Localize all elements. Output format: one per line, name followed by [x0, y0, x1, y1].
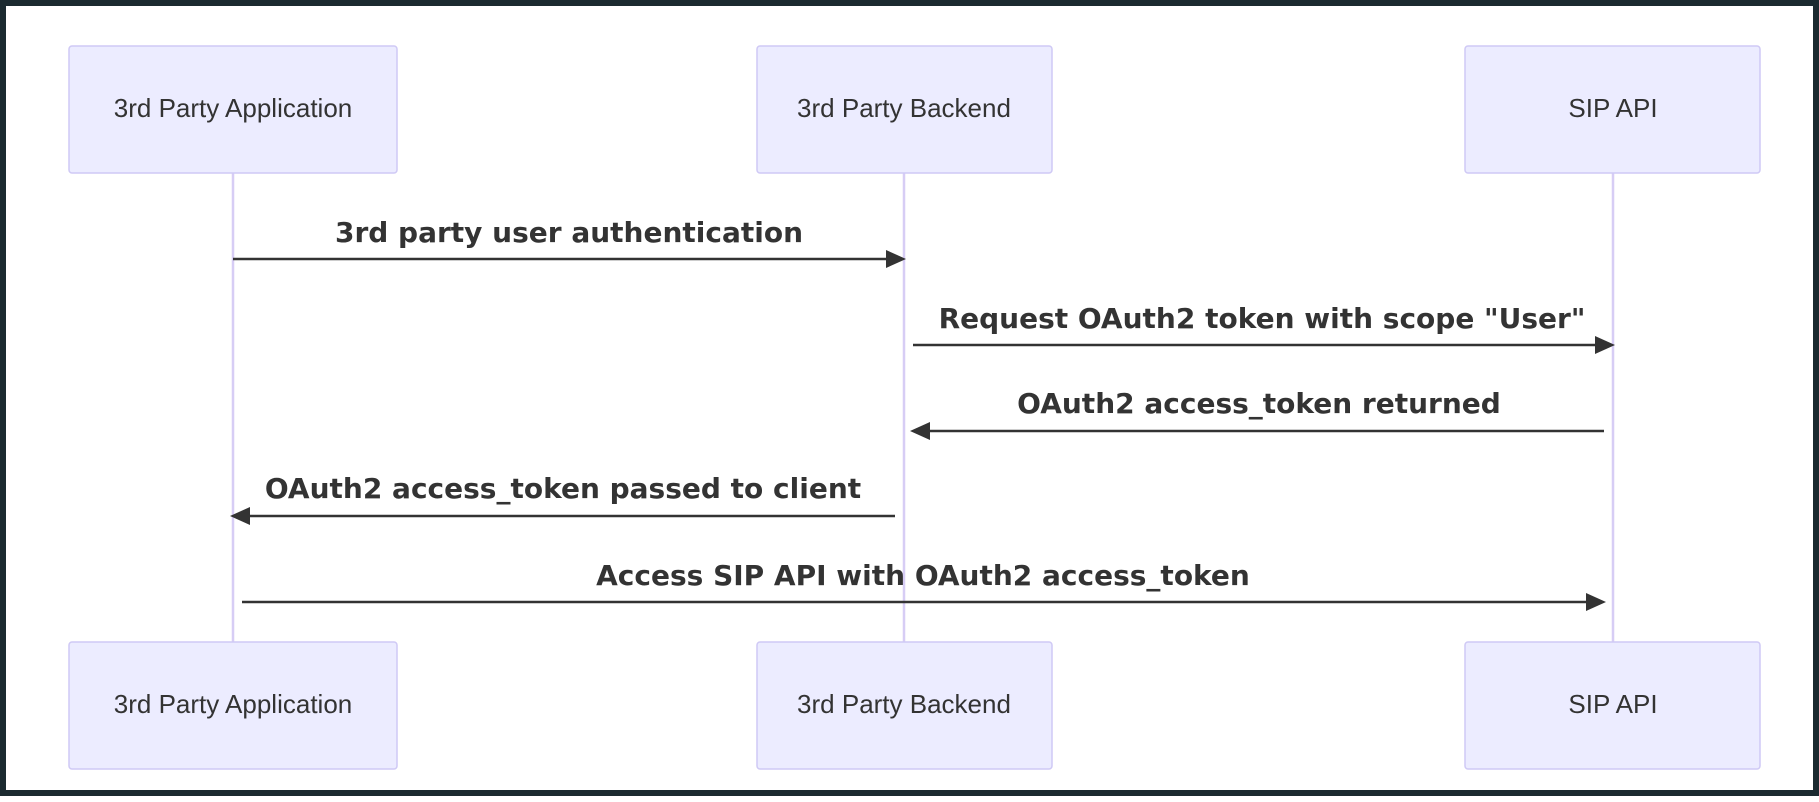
message-label: OAuth2 access_token returned: [1017, 387, 1501, 420]
actor-top-3rd-party-backend: 3rd Party Backend: [756, 45, 1053, 174]
message-label: OAuth2 access_token passed to client: [265, 472, 861, 505]
message-user-authentication: 3rd party user authentication: [233, 216, 906, 268]
actor-label: 3rd Party Application: [114, 689, 352, 719]
arrow-right-icon: [1586, 593, 1606, 611]
actor-bottom-3rd-party-application: 3rd Party Application: [68, 641, 398, 770]
actor-bottom-3rd-party-backend: 3rd Party Backend: [756, 641, 1053, 770]
arrow-right-icon: [1595, 336, 1615, 354]
message-token-passed-to-client: OAuth2 access_token passed to client: [230, 472, 895, 525]
arrow-right-icon: [886, 250, 906, 268]
message-request-oauth2-token: Request OAuth2 token with scope "User": [913, 302, 1615, 354]
message-label: 3rd party user authentication: [335, 216, 803, 249]
actor-label: 3rd Party Application: [114, 93, 352, 123]
actor-top-sip-api: SIP API: [1464, 45, 1761, 174]
message-access-sip-api: Access SIP API with OAuth2 access_token: [242, 559, 1606, 611]
message-label: Access SIP API with OAuth2 access_token: [596, 559, 1250, 592]
actor-label: 3rd Party Backend: [797, 93, 1011, 123]
actor-label: 3rd Party Backend: [797, 689, 1011, 719]
arrow-left-icon: [910, 422, 930, 440]
actor-top-3rd-party-application: 3rd Party Application: [68, 45, 398, 174]
arrow-left-icon: [230, 507, 250, 525]
message-label: Request OAuth2 token with scope "User": [939, 302, 1586, 335]
message-access-token-returned: OAuth2 access_token returned: [910, 387, 1604, 440]
actor-label: SIP API: [1568, 93, 1657, 123]
sequence-diagram: 3rd Party Application 3rd Party Backend …: [68, 45, 1761, 770]
actor-label: SIP API: [1568, 689, 1657, 719]
actor-bottom-sip-api: SIP API: [1464, 641, 1761, 770]
